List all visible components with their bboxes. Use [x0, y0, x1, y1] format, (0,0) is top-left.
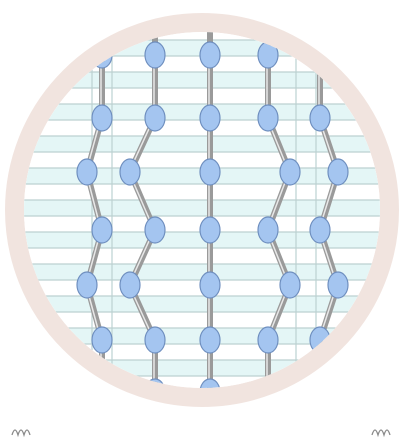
lattice-node-icon — [145, 327, 165, 353]
horizontal-band — [0, 200, 403, 216]
lattice-node-icon — [310, 105, 330, 131]
lattice-node-icon — [310, 379, 330, 405]
lattice-node-icon — [77, 159, 97, 185]
crease-squiggle-icon — [12, 430, 30, 435]
lattice-node-icon — [310, 217, 330, 243]
lattice-node-icon — [92, 105, 112, 131]
lattice-node-icon — [77, 272, 97, 298]
lattice-node-icon — [92, 327, 112, 353]
lattice-node-icon — [280, 159, 300, 185]
horizontal-band — [0, 136, 403, 152]
crease-squiggle-icon — [372, 430, 390, 435]
lattice-node-icon — [328, 272, 348, 298]
horizontal-band — [0, 296, 403, 312]
lattice-node-icon — [200, 327, 220, 353]
lattice-node-icon — [120, 159, 140, 185]
lattice-node-icon — [200, 272, 220, 298]
lattice-node-icon — [258, 105, 278, 131]
lattice-node-icon — [258, 217, 278, 243]
lattice-node-icon — [200, 159, 220, 185]
lattice-node-icon — [258, 327, 278, 353]
lattice-node-icon — [145, 217, 165, 243]
lattice-node-icon — [145, 42, 165, 68]
lattice-node-icon — [200, 105, 220, 131]
lattice-node-icon — [145, 105, 165, 131]
lattice-node-icon — [328, 159, 348, 185]
lattice-node-icon — [280, 272, 300, 298]
lattice-node-icon — [120, 272, 140, 298]
lattice-node-icon — [200, 217, 220, 243]
lattice-node-icon — [200, 42, 220, 68]
lattice-node-icon — [92, 217, 112, 243]
horizontal-band — [0, 360, 403, 376]
